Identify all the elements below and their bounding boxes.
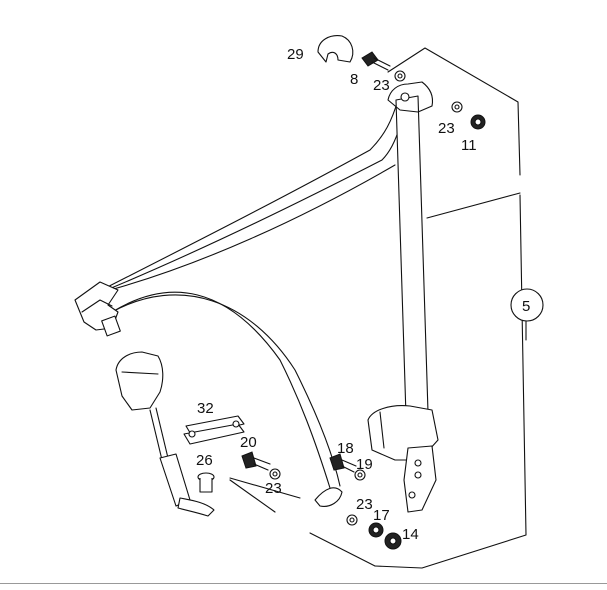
callout-32: 32 — [197, 400, 214, 417]
callout-5-circle — [510, 288, 544, 322]
callout-18: 18 — [337, 440, 354, 457]
callout-23-right: 23 — [438, 120, 455, 137]
callout-17: 17 — [373, 507, 390, 524]
part-32-shim-plate — [183, 415, 245, 445]
lap-belt-anchor — [74, 281, 121, 337]
callout-20: 20 — [240, 434, 257, 451]
callout-29: 29 — [287, 46, 304, 63]
callout-26: 26 — [196, 452, 213, 469]
buckle-assembly — [115, 351, 215, 517]
part-29-cover — [317, 35, 354, 63]
callout-5: 5 — [522, 298, 530, 315]
part-18-bolt — [329, 453, 357, 473]
callout-labels: 29 8 23 23 11 5 32 20 26 23 18 19 23 17 … — [196, 46, 530, 543]
washers-and-nuts — [269, 70, 486, 550]
part-8-bolt — [361, 51, 391, 71]
retractor-strap — [387, 81, 434, 417]
body-panel-outline — [229, 47, 527, 569]
callout-23-bottom: 23 — [356, 496, 373, 513]
callout-14: 14 — [402, 526, 419, 543]
callout-23-top: 23 — [373, 77, 390, 94]
part-26-bushing — [197, 472, 215, 493]
callout-19: 19 — [356, 456, 373, 473]
retractor-housing — [367, 405, 439, 513]
belt-webbing — [81, 99, 403, 507]
callout-11: 11 — [461, 137, 477, 154]
bottom-divider — [0, 583, 607, 584]
part-20-bolt — [241, 451, 271, 471]
callout-8: 8 — [350, 71, 358, 88]
callout-23-lower-left: 23 — [265, 480, 282, 497]
